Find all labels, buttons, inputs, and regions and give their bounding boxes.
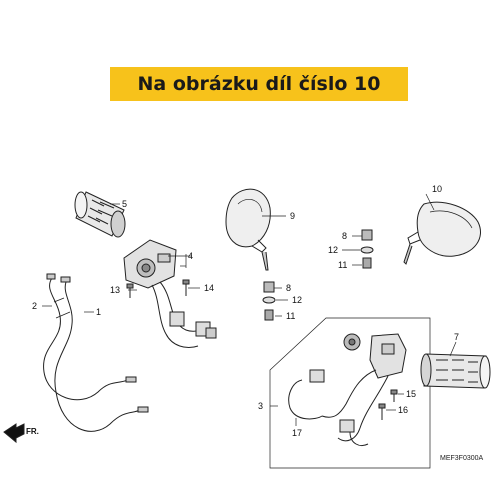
left-switch-housing-part [123,239,217,348]
callout-8-right: 8 [342,231,347,241]
callout-16: 16 [398,405,408,415]
callout-12-right: 12 [328,245,338,255]
diagram-code: MEF3F0300A [440,455,484,462]
front-direction-arrow [3,423,25,444]
callout-11-right: 11 [338,260,347,270]
right-mirror-part [403,201,481,265]
screw-14-part [182,279,190,296]
leader-lines [42,193,457,426]
callout-17: 17 [292,428,302,438]
callout-1: 1 [96,307,101,317]
screw-16-part [378,403,386,420]
callout-13: 13 [110,285,120,295]
mirror-adapter-right [360,229,374,269]
left-mirror-part [225,188,271,271]
throttle-cable-2-part [53,276,149,432]
mirror-adapter-centre [262,281,276,321]
callout-15: 15 [406,389,416,399]
front-label: FR. [26,427,39,436]
callout-8-centre: 8 [286,283,291,293]
right-switch-box [269,317,431,469]
callout-10: 10 [432,184,442,194]
screw-13-part [126,283,134,298]
right-switch-housing-part [288,333,407,446]
right-grip-part [420,353,491,389]
throttle-grip-part [74,191,126,238]
callout-11-centre: 11 [286,311,295,321]
callout-labels: 5 4 13 14 1 2 9 8 12 11 8 12 11 10 7 3 1… [26,184,484,462]
part-number-banner: Na obrázku díl číslo 10 [110,67,408,101]
screw-15-part [390,389,398,402]
callout-2: 2 [32,301,37,311]
callout-14: 14 [204,283,214,293]
callout-9: 9 [290,211,295,221]
callout-3: 3 [258,401,263,411]
callout-4: 4 [188,251,193,261]
callout-7: 7 [454,332,459,342]
callout-5: 5 [122,199,127,209]
callout-12-centre: 12 [292,295,302,305]
banner-text: Na obrázku díl číslo 10 [137,73,381,95]
throttle-cable-1-part [43,273,137,401]
